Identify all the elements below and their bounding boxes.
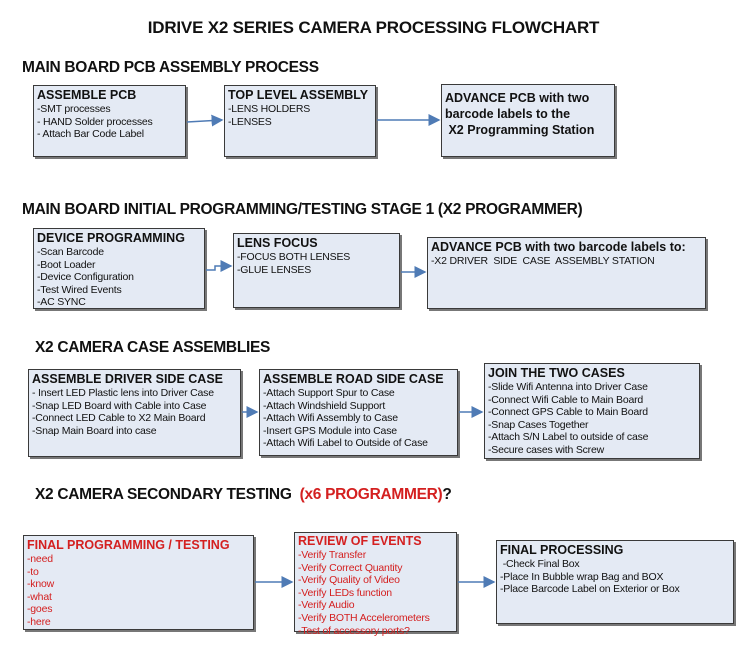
box-item: -need (27, 553, 53, 565)
box-item: -Verify LEDs function (298, 586, 392, 599)
box-item: -Secure cases with Screw (488, 443, 604, 456)
box-device-programming: DEVICE PROGRAMMING -Scan Barcode -Boot L… (33, 228, 205, 309)
box-item: -SMT processes (37, 103, 111, 115)
box-item: -Connect GPS Cable to Main Board (488, 406, 648, 419)
box-heading: ASSEMBLE DRIVER SIDE CASE (32, 372, 224, 386)
section-heading-text: X2 CAMERA SECONDARY TESTING (35, 486, 300, 503)
box-heading: JOIN THE TWO CASES (488, 366, 625, 380)
box-advance-pcb-to-programming: ADVANCE PCB with two barcode labels to t… (441, 84, 615, 157)
box-lens-focus: LENS FOCUS -FOCUS BOTH LENSES -GLUE LENS… (233, 233, 400, 308)
box-item: -Scan Barcode (37, 246, 104, 258)
box-heading: DEVICE PROGRAMMING (37, 231, 185, 245)
section-heading-case-assemblies: X2 CAMERA CASE ASSEMBLIES (35, 339, 271, 356)
box-item: -LENS HOLDERS (228, 103, 311, 115)
box-heading: TOP LEVEL ASSEMBLY (228, 88, 369, 102)
box-item: - Attach Bar Code Label (37, 128, 144, 141)
box-item: -goes (27, 603, 53, 616)
box-item: -Verify Transfer (298, 549, 366, 561)
box-item: -Attach Wifi Label to Outside of Case (263, 437, 428, 450)
box-item: -Attach Windshield Support (263, 399, 386, 412)
box-item: -Insert GPS Module into Case (263, 424, 397, 437)
box-item: -what (27, 590, 52, 603)
section-heading-suffix: ? (442, 486, 452, 503)
box-heading: FINAL PROGRAMMING / TESTING (27, 538, 230, 552)
box-item: -Verify BOTH Accelerometers (298, 611, 430, 624)
box-item: -Check Final Box (500, 558, 580, 570)
box-item: -Snap LED Board with Cable into Case (32, 399, 207, 412)
box-item: -Snap Main Board into case (32, 424, 157, 437)
box-assemble-pcb: ASSEMBLE PCB -SMT processes - HAND Solde… (33, 85, 186, 157)
box-item: -GLUE LENSES (237, 263, 312, 276)
box-item: -to (27, 565, 39, 578)
section-heading-red-text: (x6 PROGRAMMER) (299, 486, 443, 503)
box-item: -AC SYNC (37, 296, 86, 309)
box-heading: LENS FOCUS (237, 236, 318, 250)
box-heading: ASSEMBLE PCB (37, 88, 137, 102)
box-item: -Verify Quality of Video (298, 574, 400, 587)
box-item: - Insert LED Plastic lens into Driver Ca… (32, 387, 214, 399)
box-join-the-two-cases: JOIN THE TWO CASES -Slide Wifi Antenna i… (484, 363, 700, 459)
box-item: -Verify Correct Quantity (298, 561, 403, 574)
box-item: -Attach Support Spur to Case (263, 387, 395, 399)
box-item: -Connect Wifi Cable to Main Board (488, 393, 644, 406)
box-item: -X2 DRIVER SIDE CASE ASSEMBLY STATION (431, 255, 655, 267)
box-item: -Snap Cases Together (488, 418, 589, 431)
box-final-programming-testing: FINAL PROGRAMMING / TESTING -need -to -k… (23, 535, 254, 630)
box-item: -Verify Audio (298, 599, 355, 612)
box-item: -Test Wired Events (37, 283, 122, 296)
box-heading: FINAL PROCESSING (500, 543, 624, 557)
box-final-processing: FINAL PROCESSING -Check Final Box -Place… (496, 540, 734, 624)
box-advance-pcb-to-case-assembly: ADVANCE PCB with two barcode labels to: … (427, 237, 706, 309)
box-heading: REVIEW OF EVENTS (298, 534, 422, 548)
section-heading-initial-programming: MAIN BOARD INITIAL PROGRAMMING/TESTING S… (22, 201, 583, 218)
box-item: -Boot Loader (37, 258, 96, 271)
section-heading-pcb-assembly: MAIN BOARD PCB ASSEMBLY PROCESS (22, 59, 319, 76)
box-heading-line: ADVANCE PCB with two (445, 91, 590, 105)
box-assemble-road-side-case: ASSEMBLE ROAD SIDE CASE -Attach Support … (259, 369, 458, 456)
box-heading-line: X2 Programming Station (445, 123, 595, 137)
box-item: - HAND Solder processes (37, 115, 153, 128)
arrow-connector (206, 260, 233, 272)
flowchart-title: IDRIVE X2 SERIES CAMERA PROCESSING FLOWC… (147, 18, 600, 37)
box-heading: ASSEMBLE ROAD SIDE CASE (263, 372, 444, 386)
box-item: -Connect LED Cable to X2 Main Board (32, 412, 206, 425)
box-assemble-driver-side-case: ASSEMBLE DRIVER SIDE CASE - Insert LED P… (28, 369, 241, 457)
arrow-connector (186, 114, 224, 127)
box-item: -Attach S/N Label to outside of case (488, 431, 649, 444)
box-item: -LENSES (228, 115, 272, 128)
section-heading-secondary-testing: X2 CAMERA SECONDARY TESTING (x6 PROGRAMM… (35, 486, 452, 504)
box-heading: ADVANCE PCB with two barcode labels to: (431, 240, 686, 254)
box-top-level-assembly: TOP LEVEL ASSEMBLY -LENS HOLDERS -LENSES (224, 85, 376, 157)
box-item: -Test of accessory ports? (298, 624, 410, 637)
box-item: -Slide Wifi Antenna into Driver Case (488, 381, 648, 393)
box-item: -Place Barcode Label on Exterior or Box (500, 583, 680, 596)
box-item: -Attach Wifi Assembly to Case (263, 412, 398, 425)
box-item: -Place In Bubble wrap Bag and BOX (500, 570, 664, 583)
box-review-of-events: REVIEW OF EVENTS -Verify Transfer -Verif… (294, 532, 457, 637)
box-item: -know (27, 578, 55, 591)
box-heading-line: barcode labels to the (445, 107, 571, 121)
box-item: -here (27, 615, 51, 628)
box-item: -Device Configuration (37, 271, 134, 284)
box-item: -FOCUS BOTH LENSES (237, 251, 351, 263)
